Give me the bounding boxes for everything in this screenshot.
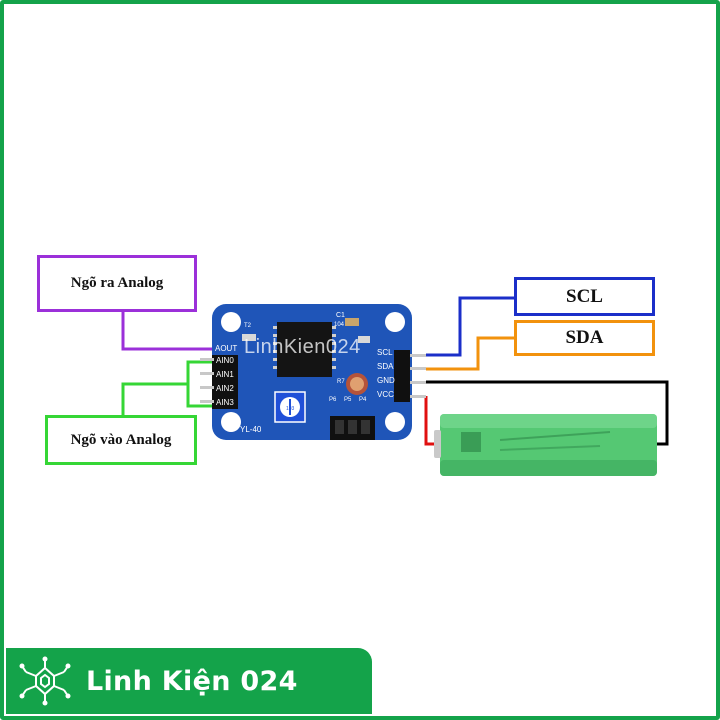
t2-label: T2 <box>244 323 252 329</box>
left-header <box>200 355 238 409</box>
sda-label: SDA <box>514 320 655 356</box>
gnd-wire <box>426 380 669 446</box>
analog-in-wire <box>121 382 188 415</box>
pin-label: AIN0 <box>216 356 234 365</box>
right-header <box>394 350 426 402</box>
mount-hole <box>385 312 405 332</box>
jumper-label: P5 <box>344 397 352 403</box>
pot-value: 103 <box>286 406 295 412</box>
brand-name: Linh Kiện 024 <box>86 665 298 697</box>
pin-label: SDA <box>377 362 394 371</box>
analog-output-label: Ngõ ra Analog <box>37 255 197 312</box>
watermark: LinhKien024 <box>244 336 361 358</box>
pin-label: AIN1 <box>216 370 234 379</box>
jumper-label: P6 <box>329 397 337 403</box>
analog-input-label: Ngõ vào Analog <box>45 415 197 465</box>
pin-label: AIN3 <box>216 398 234 407</box>
pin-label: AOUT <box>215 344 237 353</box>
cap-label: C1 <box>336 312 345 319</box>
board-model: YL-40 <box>240 425 262 434</box>
pin-label: SCL <box>377 348 393 357</box>
capacitor <box>345 318 359 326</box>
mount-hole <box>221 312 241 332</box>
analog-out-wire <box>121 312 212 351</box>
pcf8591-board: AOUT AIN0 AIN1 AIN2 AIN3 SCL SDA GND VCC… <box>200 304 426 440</box>
jumper-label: P4 <box>359 397 367 403</box>
pin-label: AIN2 <box>216 384 234 393</box>
brand-banner: Linh Kiện 024 <box>6 648 372 714</box>
sda-wire <box>426 336 514 371</box>
mount-hole <box>221 412 241 432</box>
pin-label: GND <box>377 376 395 385</box>
cap-value: 104 <box>334 322 345 328</box>
resistor-label: R7 <box>337 379 345 385</box>
mount-hole <box>385 412 405 432</box>
battery-18650 <box>434 414 657 476</box>
pcf8591-chip <box>277 322 332 377</box>
analog-in-bracket <box>186 360 212 408</box>
scl-label: SCL <box>514 277 655 316</box>
scl-wire <box>426 296 514 357</box>
pin-label: VCC <box>377 390 394 399</box>
chip-icon <box>19 656 71 706</box>
